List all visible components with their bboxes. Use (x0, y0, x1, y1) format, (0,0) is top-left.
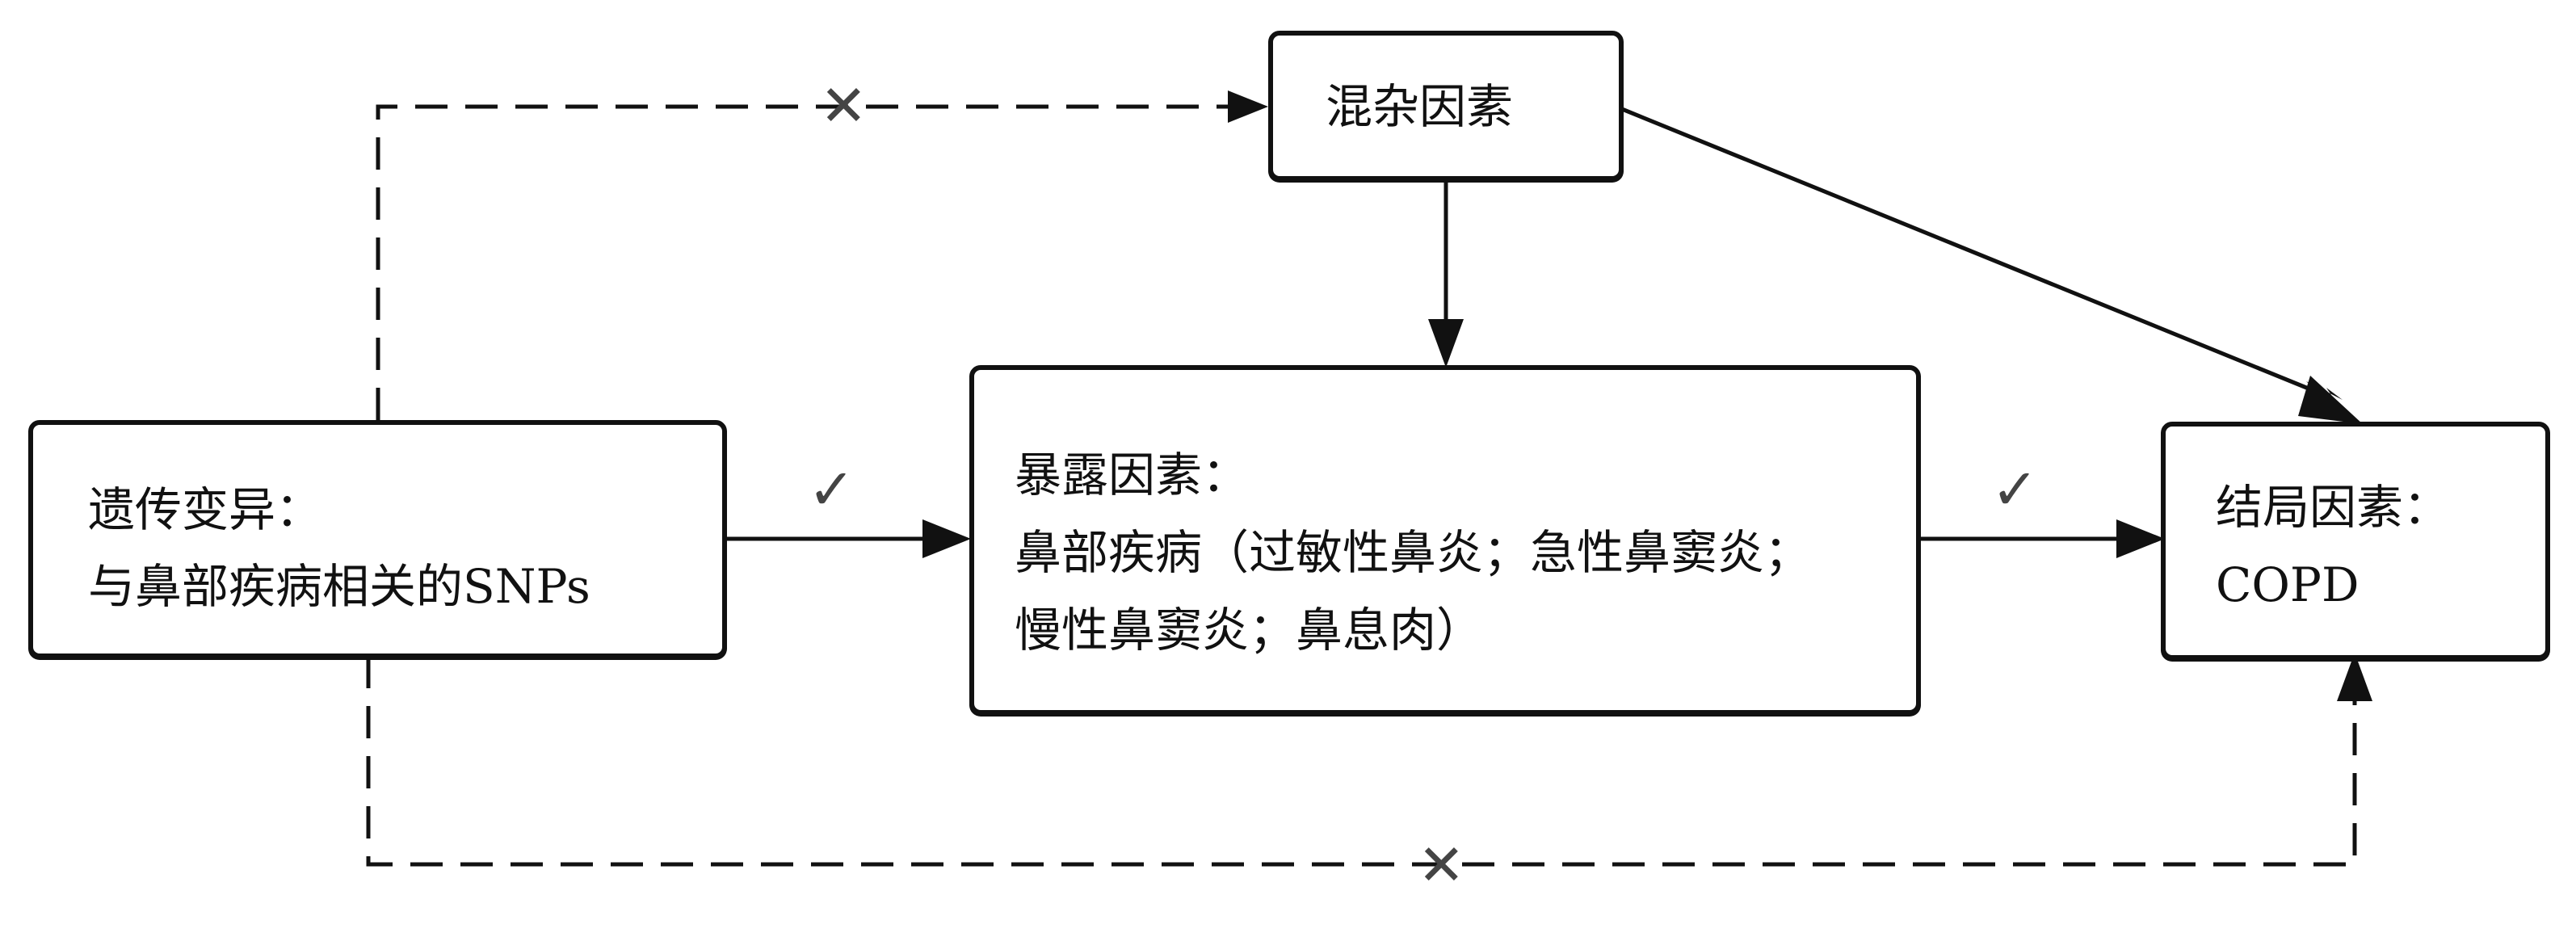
arrowhead (2337, 653, 2372, 701)
node-exposure-line2: 鼻部疾病（过敏性鼻炎；急性鼻窦炎； (1015, 525, 1812, 580)
node-exposure-line1: 暴露因素： (1015, 448, 1250, 502)
cross-icon: ✕ (1418, 832, 1465, 898)
arrowhead (1428, 319, 1464, 368)
arrowhead (2298, 376, 2363, 424)
node-confounder: 混杂因素 (1268, 31, 1624, 181)
arrowhead (2116, 519, 2165, 558)
node-genetic-variation: 遗传变异： 与鼻部疾病相关的SNPs (28, 420, 727, 658)
node-confounder-label: 混杂因素 (1326, 79, 1514, 134)
node-exposure-line3: 慢性鼻窦炎；鼻息肉） (1015, 603, 1484, 658)
edge-genetic-to-confounder (376, 104, 1228, 420)
arrowhead (922, 519, 971, 558)
node-outcome: 结局因素： COPD (2161, 422, 2550, 660)
node-exposure: 暴露因素： 鼻部疾病（过敏性鼻炎；急性鼻窦炎； 慢性鼻窦炎；鼻息肉） (969, 365, 1921, 715)
cross-icon: ✕ (820, 73, 868, 139)
check-icon: ✓ (808, 456, 855, 523)
check-icon: ✓ (1991, 456, 2039, 523)
edge-genetic-to-outcome (366, 656, 2357, 867)
node-outcome-line2: COPD (2216, 557, 2360, 612)
node-outcome-line1: 结局因素： (2216, 480, 2451, 535)
node-genetic-line2: 与鼻部疾病相关的SNPs (88, 559, 590, 614)
arrowhead (1228, 90, 1268, 123)
edge-confounder-to-outcome (1621, 107, 2327, 398)
node-genetic-line1: 遗传变异： (88, 482, 323, 537)
